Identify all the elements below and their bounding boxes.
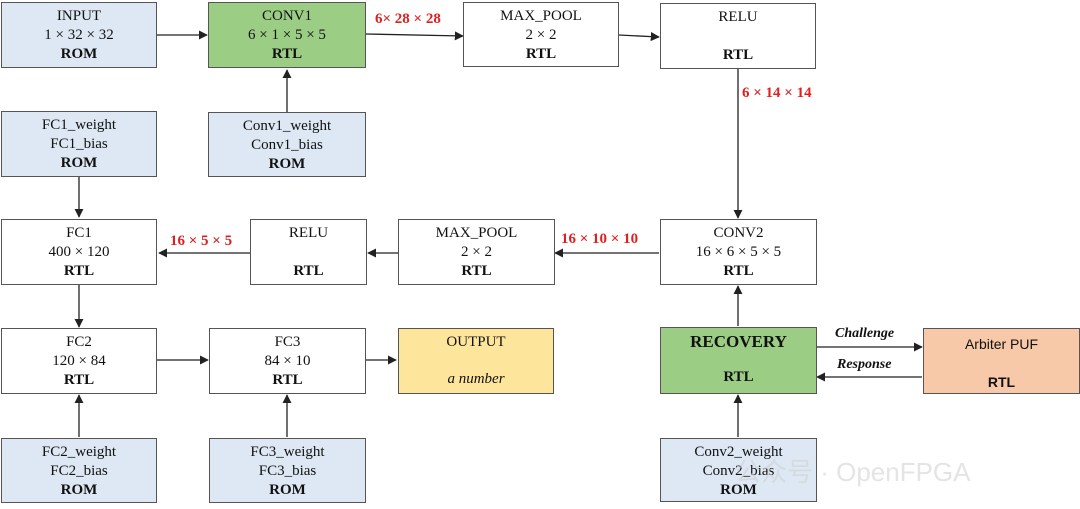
maxpool2-block: MAX_POOL 2 × 2 RTL — [398, 219, 555, 285]
recovery-block: RECOVERY . RTL — [660, 327, 817, 394]
watermark: 公众号 · OpenFPGA — [735, 457, 971, 487]
dim-label-conv2-out: 16 × 10 × 10 — [561, 231, 639, 247]
arbiter-puf-block: Arbiter PUF . RTL — [923, 328, 1080, 394]
dim-label-conv1-out: 6× 28 × 28 — [375, 11, 441, 27]
conv2-weights-rom: Conv2_weight Conv2_bias ROM — [660, 438, 817, 502]
fc1-block: FC1 400 × 120 RTL — [1, 219, 157, 285]
dim-label-relu1-out: 6 × 14 × 14 — [742, 85, 812, 101]
dim-label-relu2-out: 16 × 5 × 5 — [170, 233, 233, 249]
conv1-block: CONV1 6 × 1 × 5 × 5 RTL — [208, 2, 366, 68]
fc2-weights-rom: FC2_weight FC2_bias ROM — [1, 438, 157, 503]
input-block: INPUT 1 × 32 × 32 ROM — [1, 2, 157, 68]
output-block: OUTPUT . a number — [398, 328, 554, 394]
fc3-weights-rom: FC3_weight FC3_bias ROM — [209, 438, 366, 503]
arrow-conv1-to-maxpool1 — [365, 31, 464, 41]
conv2-block: CONV2 16 × 6 × 5 × 5 RTL — [660, 219, 817, 285]
fc1-weights-rom: FC1_weight FC1_bias ROM — [1, 111, 157, 177]
relu1-block: RELU . RTL — [660, 3, 816, 69]
challenge-label: Challenge — [835, 326, 895, 341]
maxpool1-block: MAX_POOL 2 × 2 RTL — [463, 2, 619, 67]
response-label: Response — [837, 357, 892, 372]
fc3-block: FC3 84 × 10 RTL — [209, 328, 366, 394]
conv1-weights-rom: Conv1_weight Conv1_bias ROM — [208, 112, 366, 177]
fc2-block: FC2 120 × 84 RTL — [1, 328, 157, 394]
relu2-block: RELU . RTL — [250, 219, 367, 285]
arrow-maxpool1-to-relu1 — [618, 32, 660, 42]
